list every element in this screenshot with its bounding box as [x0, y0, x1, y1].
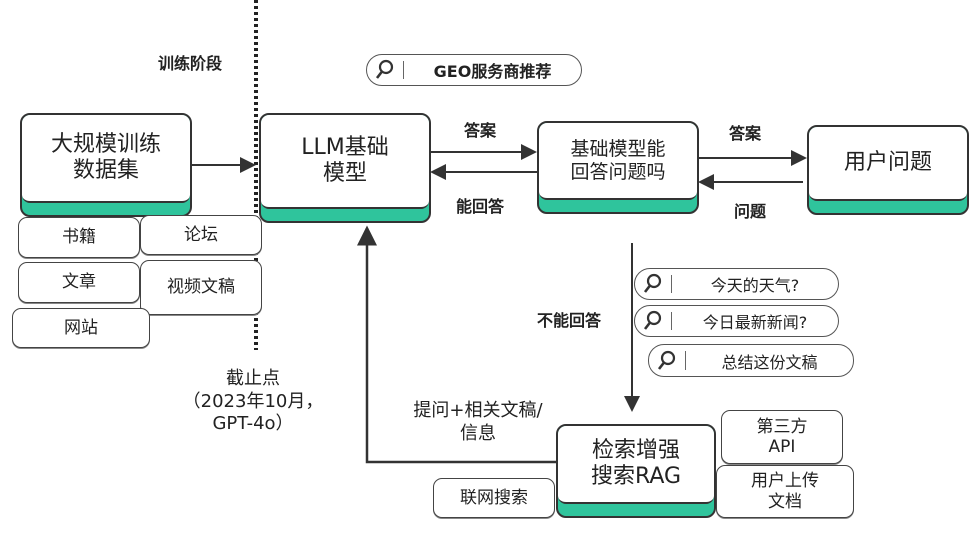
- search-divider: [671, 312, 672, 330]
- rag-source-third-party-api: 第三方 API: [721, 410, 843, 464]
- node-llm-label: LLM基础 模型: [261, 115, 429, 209]
- source-forum: 论坛: [140, 215, 262, 255]
- node-dataset-label: 大规模训练 数据集: [22, 115, 190, 203]
- phase-label: 训练阶段: [158, 54, 223, 73]
- search-icon: [635, 273, 671, 295]
- query-text: 总结这份文稿: [721, 352, 818, 372]
- query-news[interactable]: 今日最新新闻?: [634, 305, 839, 337]
- node-can-answer: 基础模型能 回答问题吗: [537, 121, 699, 214]
- cutoff-detail: （2023年10月，: [182, 390, 324, 412]
- geo-search-text: GEO服务商推荐: [433, 62, 552, 81]
- edge-label-can-answer: 能回答: [456, 197, 505, 216]
- arrow-rag-to-llm: [357, 225, 556, 464]
- rag-source-web-search: 联网搜索: [433, 478, 555, 518]
- cutoff-label: 截止点 （2023年10月， GPT-4o）: [168, 368, 338, 436]
- node-rag-label: 检索增强 搜索RAG: [558, 426, 714, 504]
- source-websites: 网站: [12, 308, 150, 348]
- search-icon: [649, 350, 685, 372]
- edge-label-answer-1: 答案: [464, 121, 497, 140]
- source-books: 书籍: [18, 217, 140, 258]
- query-text: 今天的天气?: [710, 276, 800, 295]
- node-can-answer-label: 基础模型能 回答问题吗: [539, 123, 697, 200]
- node-user-question-label: 用户问题: [809, 127, 967, 201]
- edge-label-answer-2: 答案: [729, 124, 762, 143]
- search-divider: [671, 275, 672, 293]
- edge-label-cannot-answer: 不能回答: [537, 311, 602, 330]
- query-text: 今日最新新闻?: [702, 313, 808, 332]
- search-icon: [635, 310, 671, 332]
- search-divider: [685, 351, 686, 370]
- source-video-transcripts: 视频文稿: [140, 260, 262, 315]
- query-weather[interactable]: 今天的天气?: [634, 268, 839, 300]
- node-llm: LLM基础 模型: [259, 113, 431, 223]
- edge-label-prompt-docs: 提问+相关文稿/ 信息: [413, 400, 543, 444]
- edge-label-question: 问题: [734, 202, 767, 221]
- query-summarize[interactable]: 总结这份文稿: [648, 344, 854, 377]
- search-icon: [367, 59, 403, 81]
- cutoff-model: GPT-4o）: [212, 413, 294, 434]
- node-rag: 检索增强 搜索RAG: [556, 424, 716, 518]
- geo-search-bar[interactable]: GEO服务商推荐: [366, 54, 582, 86]
- node-dataset: 大规模训练 数据集: [20, 113, 192, 217]
- cutoff-title: 截止点: [226, 368, 280, 389]
- source-articles: 文章: [18, 262, 140, 303]
- search-divider: [403, 61, 404, 79]
- node-user-question: 用户问题: [807, 125, 969, 215]
- rag-source-user-upload: 用户上传 文档: [716, 465, 854, 518]
